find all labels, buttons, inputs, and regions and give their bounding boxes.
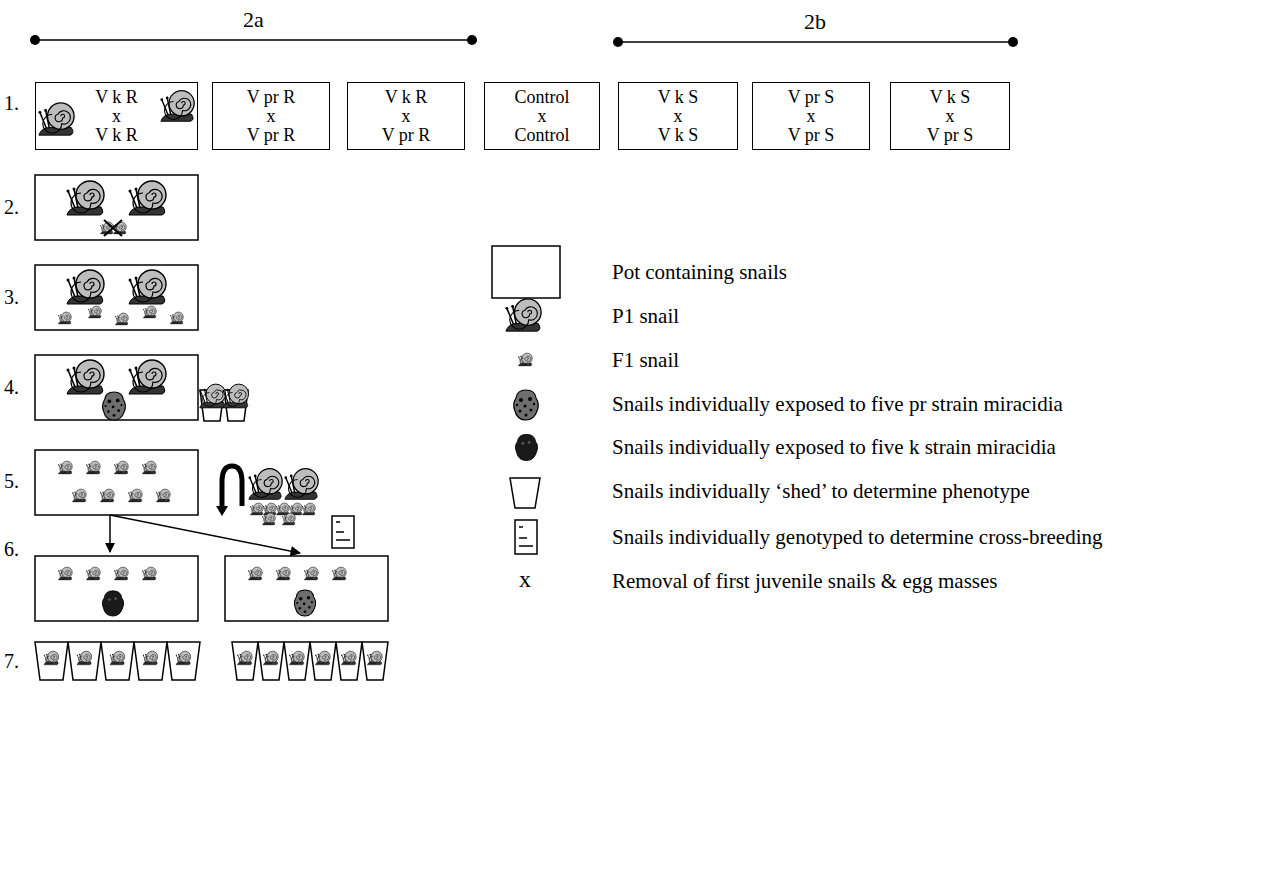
shedding-cup bbox=[336, 642, 362, 680]
cross-label: V pr R bbox=[382, 126, 431, 145]
cross-label: V k R bbox=[95, 126, 138, 145]
legend-text: Removal of first juvenile snails & egg m… bbox=[612, 569, 998, 593]
row-number: 6. bbox=[4, 538, 19, 560]
cross-label: x bbox=[267, 107, 276, 126]
cross-label: V k S bbox=[930, 88, 971, 107]
cross-label: V pr R bbox=[247, 126, 296, 145]
shedding-cup bbox=[284, 642, 310, 680]
cross-label: x bbox=[112, 107, 121, 126]
pot-box: V pr SxV pr S bbox=[752, 82, 870, 150]
legend-pr bbox=[514, 390, 539, 420]
cross-label: V k S bbox=[658, 126, 699, 145]
row-number: 1. bbox=[4, 92, 19, 114]
shedding-cup bbox=[167, 642, 200, 680]
legend-symbol: x bbox=[519, 566, 531, 592]
shedding-cup bbox=[101, 642, 134, 680]
cross-label: V pr S bbox=[788, 88, 835, 107]
legend-text: F1 snail bbox=[612, 348, 679, 372]
cross-label: V k R bbox=[385, 88, 428, 107]
miracidia-k bbox=[102, 591, 123, 616]
shedding-cup bbox=[232, 642, 258, 680]
bracket-label: 2b bbox=[804, 10, 826, 34]
cross-label: V k R bbox=[95, 88, 138, 107]
cross-label: Control bbox=[514, 88, 569, 107]
legend-text: Snails individually genotyped to determi… bbox=[612, 525, 1102, 549]
genotype-gel bbox=[332, 516, 354, 548]
pot-box: ControlxControl bbox=[484, 82, 600, 150]
legend-text: Snails individually ‘shed’ to determine … bbox=[612, 479, 1030, 503]
bracket-label: 2a bbox=[243, 8, 264, 32]
shedding-cup bbox=[68, 642, 101, 680]
legend-pot bbox=[492, 246, 560, 298]
cross-label: V pr S bbox=[927, 126, 974, 145]
legend-text: Pot containing snails bbox=[612, 260, 787, 284]
pot bbox=[35, 265, 198, 330]
legend-gel bbox=[515, 520, 537, 554]
shedding-cup bbox=[35, 642, 68, 680]
cross-label: x bbox=[807, 107, 816, 126]
cross-label: V pr R bbox=[247, 88, 296, 107]
pot-box: V k SxV pr S bbox=[890, 82, 1010, 150]
cross-label: V pr S bbox=[788, 126, 835, 145]
row-number: 7. bbox=[4, 650, 19, 672]
pot-box: V k SxV k S bbox=[618, 82, 738, 150]
legend-text: Snails individually exposed to five k st… bbox=[612, 435, 1056, 459]
pot bbox=[35, 175, 198, 240]
p1-snail bbox=[38, 103, 74, 135]
legend-p1 bbox=[505, 299, 541, 331]
split-arrow bbox=[109, 515, 111, 552]
p1-snail bbox=[160, 91, 194, 122]
legend-k bbox=[515, 434, 537, 460]
shedding-cup bbox=[310, 642, 336, 680]
legend-text: P1 snail bbox=[612, 304, 679, 328]
miracidia-pr bbox=[294, 590, 315, 616]
legend-text: Snails individually exposed to five pr s… bbox=[612, 392, 1063, 416]
legend-cup bbox=[510, 478, 540, 508]
pot-box: V k RxV pr R bbox=[347, 82, 465, 150]
shedding-cup bbox=[134, 642, 167, 680]
pot-box: V k RxV k R bbox=[35, 82, 198, 150]
pot-box: V pr RxV pr R bbox=[212, 82, 330, 150]
pot bbox=[35, 355, 198, 420]
miracidia-pr bbox=[103, 392, 126, 420]
shedding-cup bbox=[258, 642, 284, 680]
return-arrow bbox=[222, 466, 242, 512]
row-number: 2. bbox=[4, 196, 19, 218]
legend-f1 bbox=[518, 353, 532, 366]
cross-label: x bbox=[674, 107, 683, 126]
shedding-cups bbox=[35, 642, 388, 680]
removal-cross bbox=[104, 220, 122, 236]
cross-label: x bbox=[538, 107, 547, 126]
cross-label: x bbox=[946, 107, 955, 126]
cross-label: V k S bbox=[658, 88, 699, 107]
shedding-cup bbox=[362, 642, 388, 680]
cross-label: x bbox=[402, 107, 411, 126]
row-number: 3. bbox=[4, 286, 19, 308]
pot bbox=[35, 556, 198, 621]
row-number: 5. bbox=[4, 470, 19, 492]
row-number: 4. bbox=[4, 376, 19, 398]
pot bbox=[35, 450, 198, 515]
cross-label: Control bbox=[514, 126, 569, 145]
bracket bbox=[30, 35, 1018, 47]
